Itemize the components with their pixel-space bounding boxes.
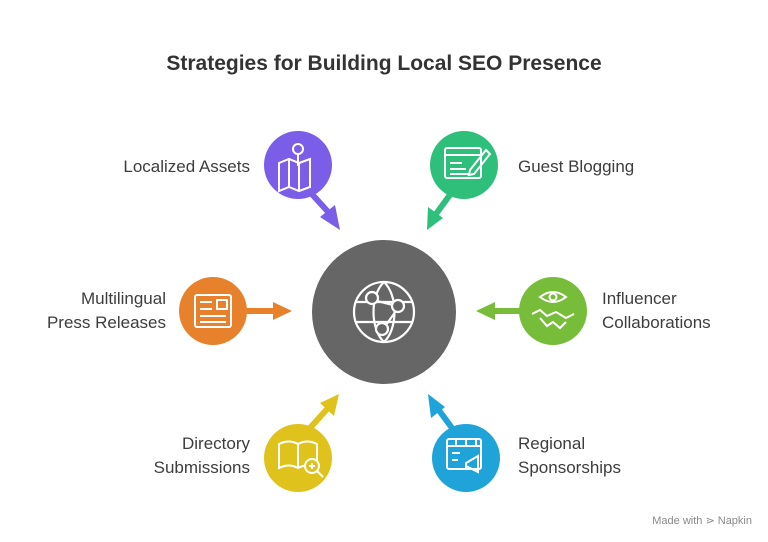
node-directory — [264, 424, 332, 492]
napkin-logo-icon: ⋗ — [705, 515, 715, 527]
arrow-press-releases — [245, 302, 292, 320]
center-hub — [312, 240, 456, 384]
label-press-releases: Multilingual Press Releases — [46, 289, 166, 332]
footer-text: Made with — [652, 515, 703, 527]
arrow-directory — [307, 394, 339, 431]
book-search-icon — [278, 440, 324, 478]
label-influencer: Influencer Collaborations — [602, 289, 711, 332]
node-localized-assets — [264, 131, 332, 199]
arrow-sponsorships — [428, 394, 455, 430]
node-guest-blogging — [430, 131, 498, 199]
label-localized-assets: Localized Assets — [123, 157, 250, 176]
newspaper-icon — [194, 294, 232, 328]
node-influencer — [519, 277, 587, 345]
arrow-guest-blogging — [427, 190, 455, 230]
arrow-localized-assets — [307, 189, 340, 230]
globe-network-icon — [352, 280, 416, 344]
arrow-influencer — [476, 302, 520, 320]
label-sponsorships: Regional Sponsorships — [518, 434, 622, 477]
node-press-releases — [179, 277, 247, 345]
napkin-footer[interactable]: Made with ⋗ Napkin — [652, 514, 752, 527]
calendar-megaphone-icon — [446, 438, 482, 474]
node-sponsorships — [432, 424, 500, 492]
browser-pencil-icon — [444, 147, 492, 179]
diagram-title: Strategies for Building Local SEO Presen… — [166, 52, 602, 75]
label-directory: Directory Submissions — [153, 434, 250, 477]
eye-handshake-icon — [531, 291, 575, 330]
footer-brand: Napkin — [717, 515, 752, 527]
label-guest-blogging: Guest Blogging — [518, 157, 635, 176]
map-pin-icon — [278, 143, 311, 193]
